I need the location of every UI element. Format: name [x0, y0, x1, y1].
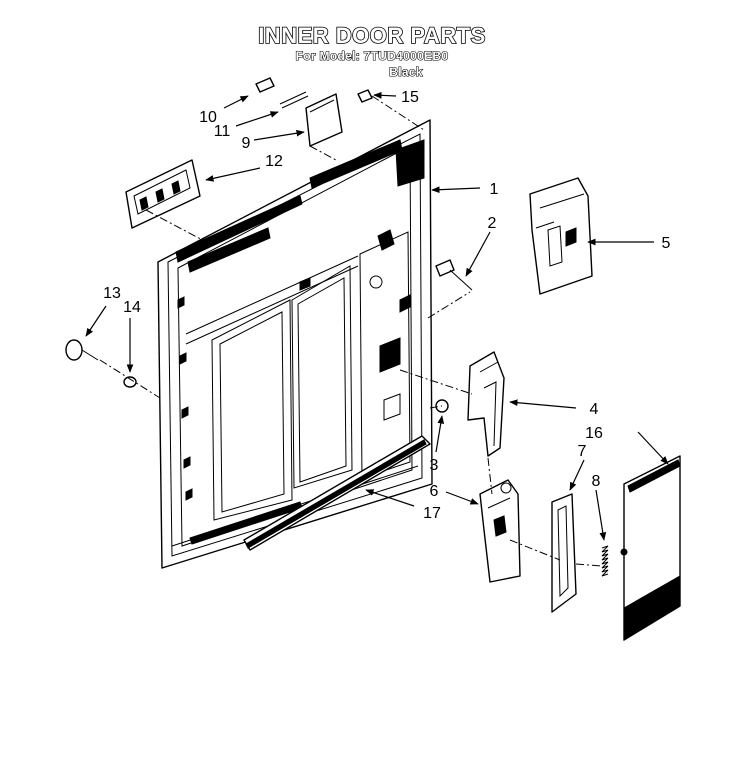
- callout-14: 14: [123, 299, 141, 316]
- model-subtitle: For Model: 7TUD4000EB0: [296, 49, 449, 63]
- knob-and-washer: [65, 339, 137, 388]
- callout-labels: 1 2 3 4 5 6 7 8 9 10 11 12 13 14 15 16 1…: [103, 89, 670, 522]
- cover-plate: [305, 93, 343, 147]
- leader-arrows: [85, 91, 669, 541]
- latch-lever: [467, 351, 505, 457]
- callout-15: 15: [401, 89, 419, 106]
- callout-4: 4: [590, 401, 599, 418]
- callout-11: 11: [214, 123, 231, 140]
- callout-6: 6: [430, 483, 439, 500]
- callout-7: 7: [578, 443, 587, 460]
- screw-and-pin: [255, 77, 309, 109]
- callout-9: 9: [242, 135, 251, 152]
- callout-16: 16: [585, 425, 603, 442]
- callout-5: 5: [662, 235, 671, 252]
- side-panel: [620, 455, 681, 641]
- callout-8: 8: [592, 473, 601, 490]
- latch-housing: [529, 177, 593, 295]
- callout-17: 17: [423, 505, 441, 522]
- latch-pin: [435, 259, 473, 291]
- callout-13: 13: [103, 285, 121, 302]
- latch-body: [479, 479, 521, 583]
- callout-12: 12: [265, 153, 283, 170]
- inner-door-panel: [157, 119, 433, 569]
- page-title: INNER DOOR PARTS: [258, 23, 486, 48]
- callout-1: 1: [490, 181, 499, 198]
- callout-10: 10: [199, 109, 217, 126]
- slide: [551, 493, 577, 613]
- callout-2: 2: [488, 215, 497, 232]
- assembly-lines: [99, 95, 603, 567]
- handle-bracket: [125, 159, 201, 229]
- color-subtitle: Black: [389, 65, 423, 79]
- bottom-strip: [243, 435, 431, 551]
- callout-3: 3: [430, 457, 439, 474]
- screw: [357, 89, 373, 103]
- spring: [601, 545, 609, 577]
